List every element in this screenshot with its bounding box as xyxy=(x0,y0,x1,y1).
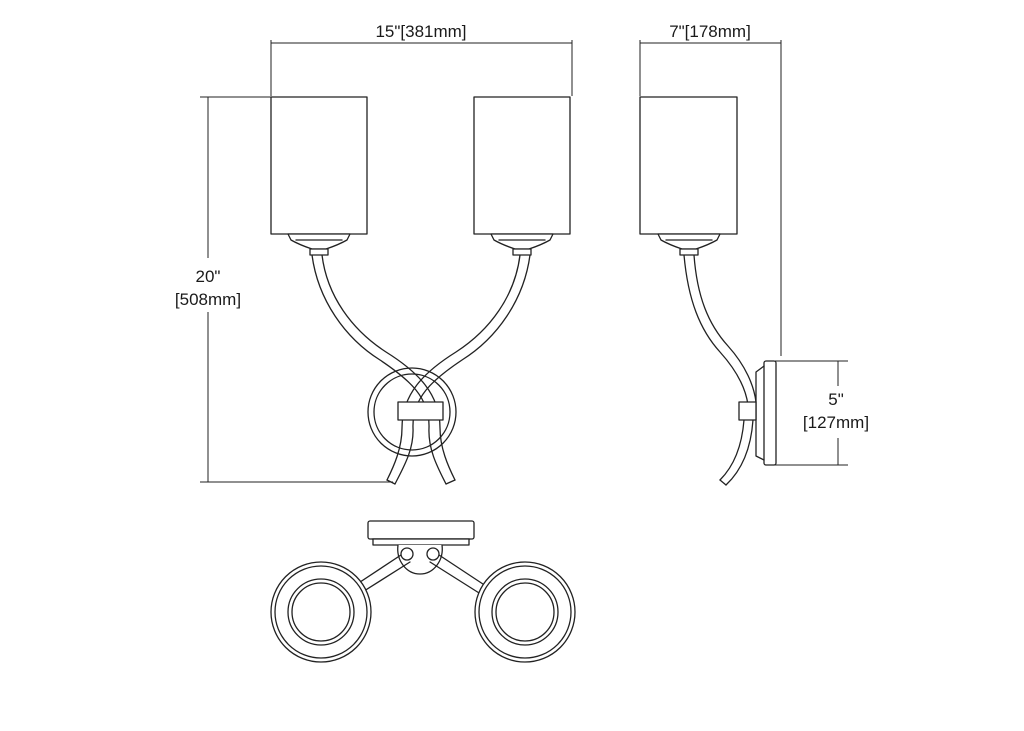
width-dimension: 15"[381mm] xyxy=(270,22,573,96)
top-view xyxy=(270,520,576,663)
depth-dimension: 7"[178mm] xyxy=(639,22,782,356)
side-backplate xyxy=(755,360,777,466)
front-right-shade xyxy=(473,96,571,256)
height-label-metric: [508mm] xyxy=(175,290,241,309)
height-dimension: 20" [508mm] xyxy=(175,96,393,483)
side-view: 7"[178mm] 5" [127mm] xyxy=(639,22,869,486)
backplate-label-imperial: 5" xyxy=(828,390,844,409)
top-backplate xyxy=(367,520,475,546)
front-backplate xyxy=(367,367,457,457)
front-left-shade xyxy=(270,96,368,256)
top-arms xyxy=(347,547,493,599)
side-clamp xyxy=(738,401,757,421)
backplate-label-metric: [127mm] xyxy=(803,413,869,432)
front-left-arm xyxy=(311,254,456,485)
front-right-arm xyxy=(386,254,531,485)
top-right-shade xyxy=(474,561,576,663)
front-view: 15"[381mm] 20" [508mm] xyxy=(175,22,573,485)
side-arm xyxy=(683,254,757,486)
side-shade xyxy=(639,96,738,256)
depth-label: 7"[178mm] xyxy=(669,22,751,41)
top-left-shade xyxy=(270,561,372,663)
backplate-dimension: 5" [127mm] xyxy=(775,360,869,466)
front-center-clamp xyxy=(397,401,444,421)
width-label: 15"[381mm] xyxy=(375,22,466,41)
height-label-imperial: 20" xyxy=(196,267,221,286)
